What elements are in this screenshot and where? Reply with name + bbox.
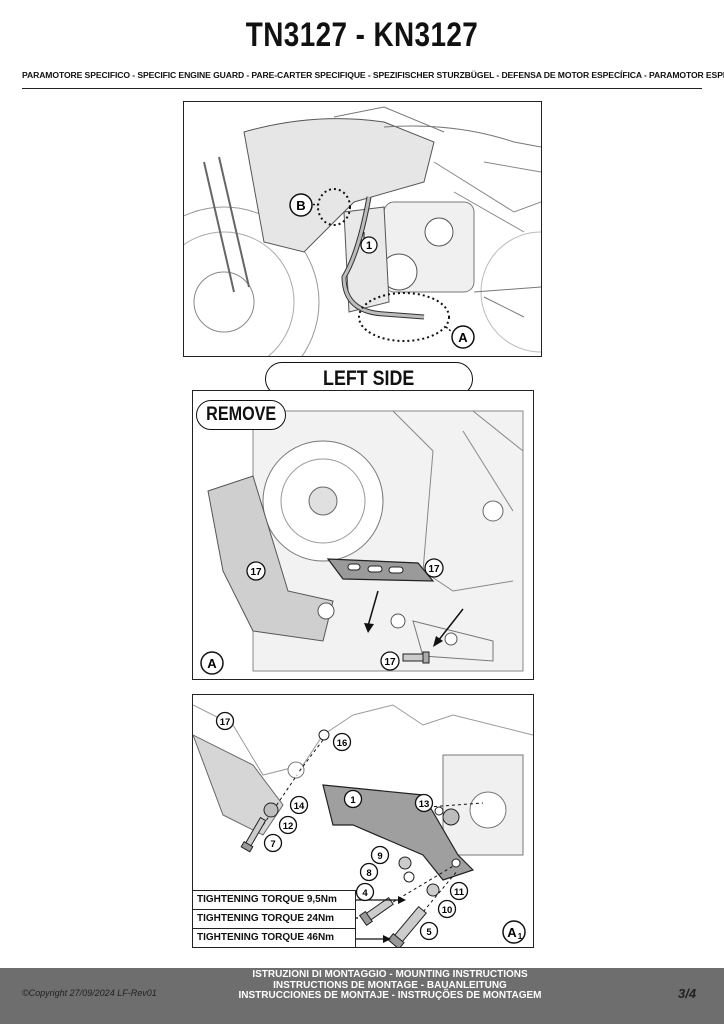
callout-17: 17 — [215, 711, 235, 731]
callout-17-bolt-label: 17 — [384, 657, 396, 668]
footer-line-1: ISTRUZIONI DI MONTAGGIO - MOUNTING INSTR… — [252, 969, 528, 980]
callout-a-label: A — [458, 330, 468, 345]
callout-17-right-label: 17 — [428, 564, 440, 575]
callout-10-label: 10 — [442, 905, 453, 916]
corner-callout-a1-subscript: 1 — [518, 932, 523, 941]
torque-table: TIGHTENING TORQUE 9,5Nm TIGHTENING TORQU… — [192, 890, 356, 948]
callout-13: 13 — [414, 793, 434, 813]
motorcycle-overview-drawing — [184, 106, 541, 356]
header-divider — [22, 88, 702, 89]
callout-16: 16 — [332, 732, 352, 752]
callout-14: 14 — [289, 795, 309, 815]
callout-1-label: 1 — [366, 240, 372, 252]
callout-12-label: 12 — [283, 821, 294, 832]
callout-17-right: 17 — [424, 558, 444, 578]
overview-illustration-panel: B 1 A — [183, 101, 542, 357]
callout-12: 12 — [278, 815, 298, 835]
callout-1: 1 — [343, 789, 363, 809]
callout-17-left-label: 17 — [250, 567, 262, 578]
callout-11: 11 — [449, 881, 469, 901]
torque-row-46nm: TIGHTENING TORQUE 46Nm — [197, 932, 335, 943]
callout-13-label: 13 — [419, 799, 430, 810]
engine-detail-drawing — [207, 410, 524, 672]
callout-17-bolt: 17 — [380, 651, 400, 671]
callout-10: 10 — [437, 899, 457, 919]
remove-text: REMOVE — [205, 404, 276, 425]
remove-label: REMOVE — [196, 400, 286, 430]
callout-8: 8 — [359, 862, 379, 882]
callout-7-label: 7 — [270, 839, 275, 850]
assembly-exploded-drawing — [193, 704, 533, 947]
callout-b: B — [289, 193, 313, 217]
callout-11-label: 11 — [454, 887, 465, 898]
document-title: TN3127 - KN3127 — [245, 16, 479, 54]
footer-instructions: ISTRUZIONI DI MONTAGGIO - MOUNTING INSTR… — [200, 969, 580, 1002]
corner-callout-a1-label: A — [507, 925, 517, 940]
callout-14-label: 14 — [294, 801, 305, 812]
footer-bar — [0, 968, 724, 1024]
document-subtitle: PARAMOTORE SPECIFICO - SPECIFIC ENGINE G… — [22, 70, 724, 80]
callout-4-label: 4 — [362, 888, 368, 899]
callout-4: 4 — [355, 882, 375, 902]
corner-callout-a-label: A — [207, 656, 217, 671]
copyright-text: ©Copyright 27/09/2024 LF-Rev01 — [22, 988, 157, 998]
footer-line-2: INSTRUCTIONS DE MONTAGE - BAUANLEITUNG — [273, 979, 507, 991]
callout-9-label: 9 — [377, 851, 382, 862]
callout-7: 7 — [263, 833, 283, 853]
torque-row-24nm: TIGHTENING TORQUE 24Nm — [193, 910, 355, 929]
callout-9: 9 — [370, 845, 390, 865]
assembly-illustration-panel: 17 16 1 14 12 7 13 9 8 4 11 10 5 A 1 — [192, 694, 534, 948]
callout-17-left: 17 — [246, 561, 266, 581]
torque-row-9-5nm: TIGHTENING TORQUE 9,5Nm — [193, 891, 355, 910]
footer-line-3: INSTRUCCIONES DE MONTAJE - INSTRUÇÕES DE… — [238, 990, 542, 1001]
remove-illustration-panel: REMOVE 17 17 17 A — [192, 390, 534, 680]
callout-a: A — [451, 325, 475, 349]
callout-1-label: 1 — [350, 795, 356, 806]
left-side-text: LEFT SIDE — [323, 367, 415, 390]
callout-17-label: 17 — [220, 717, 231, 728]
page-number: 3/4 — [678, 986, 697, 1001]
corner-callout-a1: A 1 — [502, 920, 526, 944]
callout-16-label: 16 — [337, 738, 348, 749]
corner-callout-a: A — [200, 651, 224, 675]
callout-8-label: 8 — [366, 868, 371, 879]
callout-5-label: 5 — [426, 927, 432, 938]
callout-5: 5 — [419, 921, 439, 941]
callout-1: 1 — [360, 236, 378, 254]
callout-b-label: B — [296, 198, 305, 213]
